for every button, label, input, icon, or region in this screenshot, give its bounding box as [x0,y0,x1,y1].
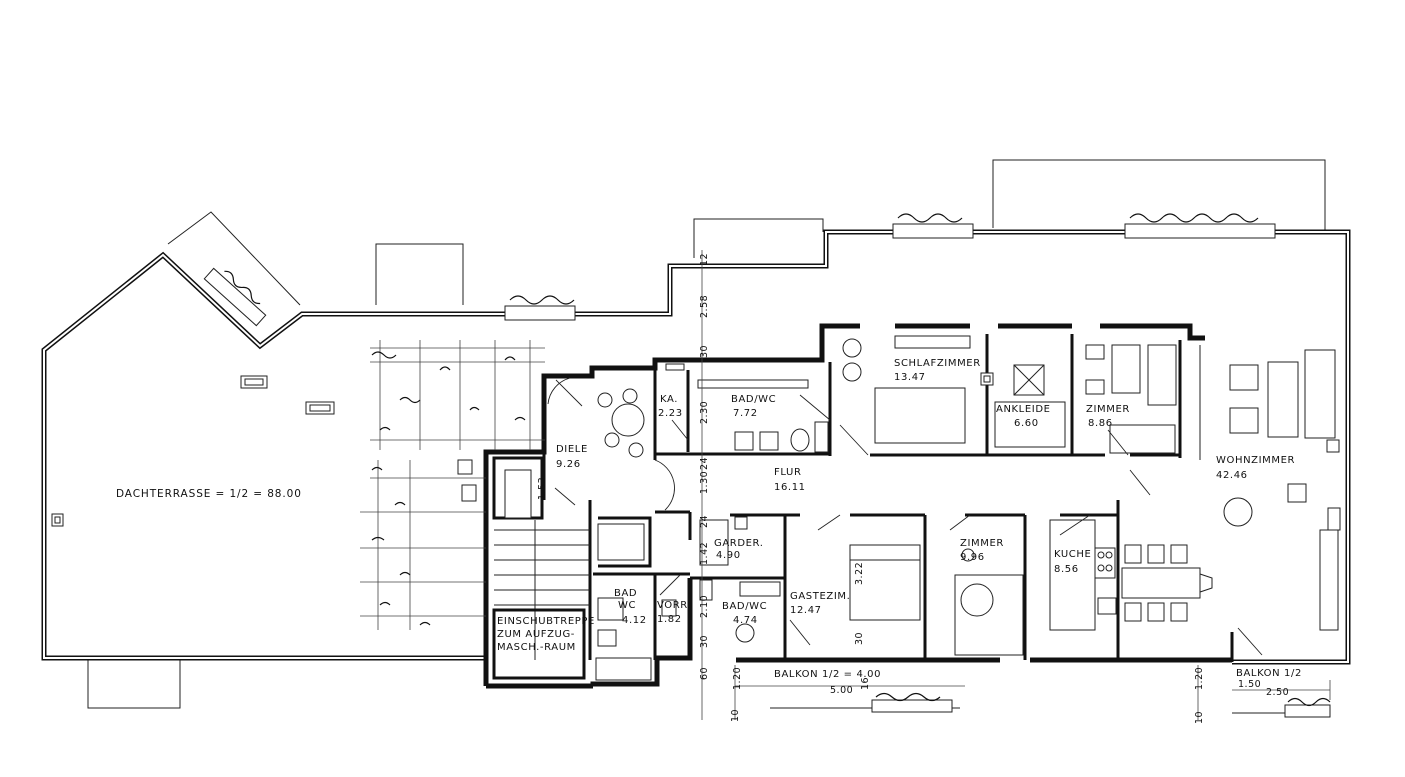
label-garder: GARDER. [714,538,764,549]
area-bad-wc-2: 4.74 [733,615,758,626]
label-einschub-2: ZUM AUFZUG- [497,629,575,640]
dim-150: 1.50 [1238,679,1261,690]
dimension-lines [701,250,1331,720]
label-gastezim: GASTEZIM. [790,591,850,602]
dim-210: 2.10 [699,595,710,618]
door-swing-icon [547,377,1263,656]
skylight-icon [1013,364,1045,396]
label-ankleide: ANKLEIDE [996,404,1051,415]
label-wohnzimmer: WOHNZIMMER [1216,455,1295,466]
label-bad-wc-3-b: WC [618,600,636,611]
label-bad-wc-1: BAD/WC [731,394,776,405]
interior-walls [542,334,1234,662]
dim-60: 60 [699,667,710,680]
label-balkon-2: BALKON 1/2 [1236,668,1302,679]
stair-icon [492,456,590,680]
label-schlafzimmer: SCHLAFZIMMER [894,358,981,369]
dim-120a: 1.20 [732,667,743,690]
roof-outlines [87,159,1330,714]
dim-142: 1.42 [699,542,710,565]
dim-153: 1.53 [537,477,548,500]
dim-12: 12 [699,253,710,266]
area-zimmer-2: 9.96 [960,552,985,563]
dim-10a: 10 [730,709,741,722]
dim-10b: 10 [1194,711,1205,724]
area-zimmer-1: 8.86 [1088,418,1113,429]
dim-250: 2.50 [1266,687,1289,698]
label-einschub-1: EINSCHUBTREPPE [497,616,595,627]
dim-230: 2.30 [699,401,710,424]
dim-500: 5.00 [830,685,853,696]
area-bad-wc-1: 7.72 [733,408,758,419]
label-einschub-3: MASCH.-RAUM [497,642,576,653]
building-walls [483,323,1232,689]
dim-30c: 30 [854,632,865,645]
label-dachterrasse: DACHTERRASSE = 1/2 = 88.00 [116,488,302,500]
label-bad-wc-3: BAD [614,588,637,599]
dim-16: 16 [860,677,871,690]
furniture [595,335,1339,681]
area-diele: 9.26 [556,459,581,470]
label-bad-wc-2: BAD/WC [722,601,767,612]
area-vorr: 1.82 [657,614,682,625]
area-garder: 4.90 [716,550,741,561]
dim-24a: 24 [699,457,710,470]
room-labels: DACHTERRASSE = 1/2 = 88.00 DIELE 9.26 KA… [116,358,1302,680]
area-ka: 2.23 [658,408,683,419]
pergola-icon [360,340,545,630]
area-kuche: 8.56 [1054,564,1079,575]
label-balkon-1: BALKON 1/2 = 4.00 [774,669,881,680]
label-diele: DIELE [556,444,588,455]
area-gastezim: 12.47 [790,605,822,616]
dim-120b: 1.20 [1194,667,1205,690]
label-kuche: KUCHE [1054,549,1091,560]
plant-box-icon [203,213,1331,718]
label-zimmer-1: ZIMMER [1086,404,1130,415]
dim-130: 1.30 [699,471,710,494]
area-ankleide: 6.60 [1014,418,1039,429]
chimney-icon [51,372,1341,531]
label-vorr: VORR. [657,600,691,611]
dimension-labels: 12 2.58 30 2.30 1.30 24 1.53 1.42 24 2.1… [537,253,1289,724]
dim-24b: 24 [699,515,710,528]
area-flur: 16.11 [774,482,806,493]
label-ka: KA. [660,394,678,405]
dim-322: 3.22 [854,562,865,585]
label-flur: FLUR [774,467,802,478]
dim-30a: 30 [699,345,710,358]
area-schlafzimmer: 13.47 [894,372,926,383]
area-wohnzimmer: 42.46 [1216,470,1248,481]
dim-30b: 30 [699,635,710,648]
label-zimmer-2: ZIMMER [960,538,1004,549]
area-bad-wc-3: 4.12 [622,615,647,626]
dim-258: 2.58 [699,295,710,318]
